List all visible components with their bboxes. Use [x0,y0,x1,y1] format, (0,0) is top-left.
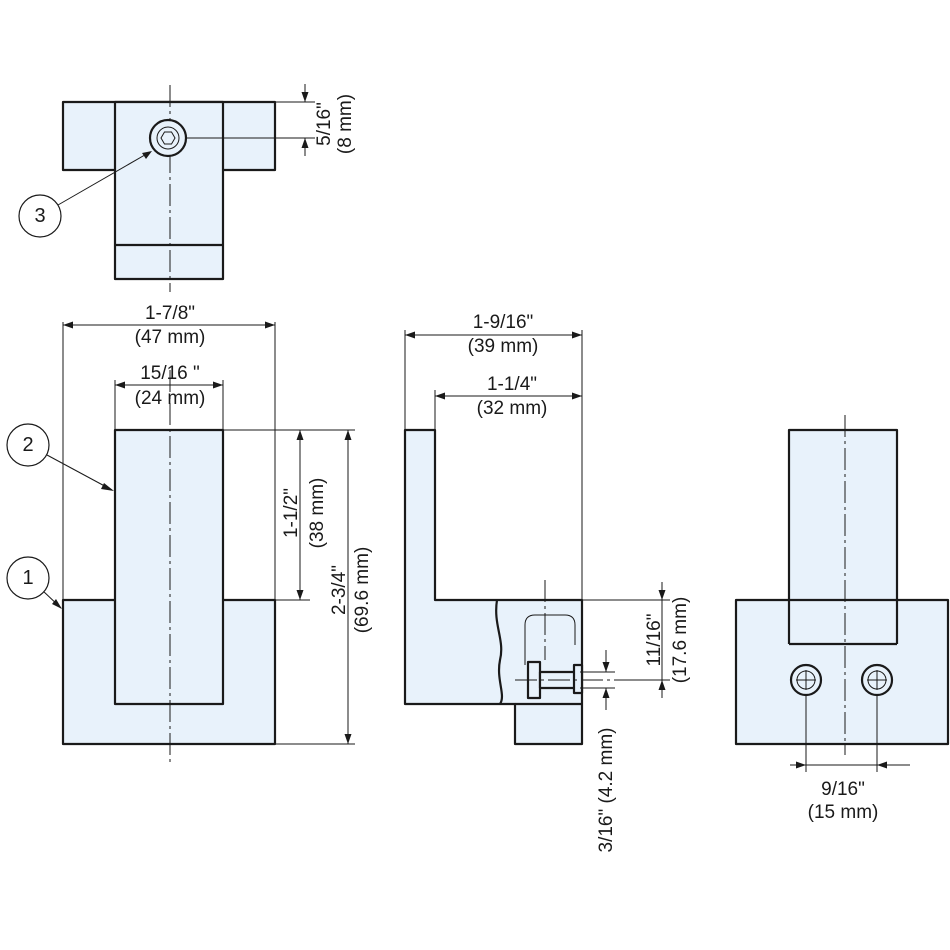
top-view: 5/16" (8 mm) 3 [18,84,356,292]
screw-height-inch-label: 11/16" [644,614,665,667]
balloon-2-label: 2 [22,434,33,456]
side-depth-mm-label: (39 mm) [468,336,539,357]
back-view: 9/16" (15 mm) [734,415,950,823]
back-view-base [734,598,950,746]
post-height-inch-label: 1-1/2" [281,488,302,538]
balloon-3-label: 3 [34,205,45,227]
overall-width-mm-label: (47 mm) [135,327,206,348]
balloon-3 [18,194,62,238]
hook-depth-mm-label: (32 mm) [477,398,548,419]
overall-width-inch-label: 1-7/8" [145,303,195,324]
side-view: 1-9/16" (39 mm) 1-1/4" (32 mm) 11/16" (1… [403,312,691,853]
top-offset-mm-label: (8 mm) [335,94,356,154]
post-width-inch-label: 15/16 " [140,363,200,384]
overall-height-mm-label: (69.6 mm) [352,547,373,634]
front-view: 1-7/8" (47 mm) 15/16 " (24 mm) 1-1/2" (3… [6,303,373,765]
set-screw-icon [148,118,188,158]
post-height-mm-label: (38 mm) [307,478,328,549]
hole-spacing-mm-label: (15 mm) [808,802,879,823]
overall-height-inch-label: 2-3/4" [329,565,350,615]
post-width-mm-label: (24 mm) [135,388,206,409]
hook-depth-inch-label: 1-1/4" [487,374,537,395]
balloon-1-label: 1 [22,567,33,589]
balloon-1 [6,556,50,600]
hole-spacing-inch-label: 9/16" [821,779,865,800]
screw-dia-label: 3/16" (4.2 mm) [596,727,617,852]
side-depth-inch-label: 1-9/16" [473,312,534,333]
screw-height-mm-label: (17.6 mm) [670,597,691,684]
front-view-post [113,428,225,706]
balloon-2 [6,423,50,467]
side-view-body [403,428,584,746]
top-offset-inch-label: 5/16" [314,102,335,146]
